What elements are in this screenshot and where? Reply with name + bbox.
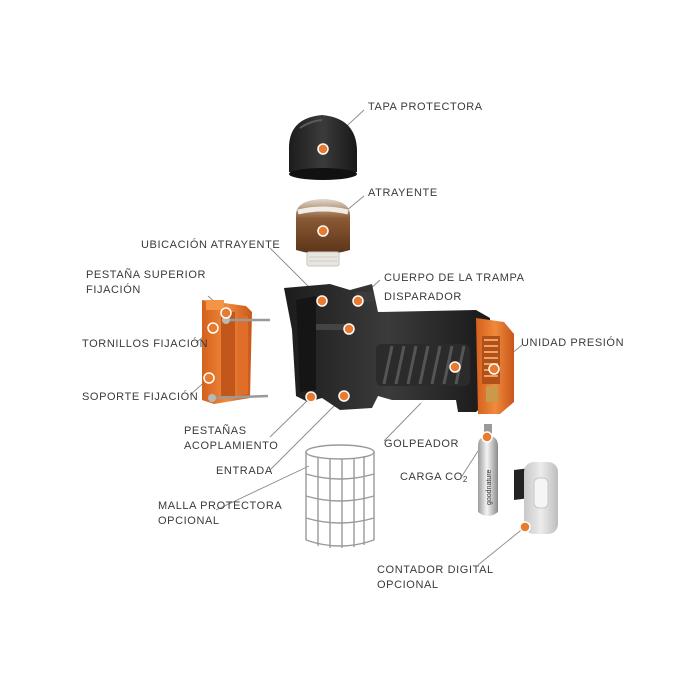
dot-unidad-presion [488, 363, 500, 375]
dot-pestanas [305, 391, 317, 403]
trap-body-illustration [284, 284, 492, 412]
label-ubicacion-atrayente: UBICACIÓN ATRAYENTE [141, 239, 281, 251]
label-malla-line1: MALLA PROTECTORA [158, 500, 283, 512]
label-malla-line2: OPCIONAL [158, 515, 220, 527]
label-disparador: DISPARADOR [384, 291, 462, 303]
dot-tornillos [207, 322, 219, 334]
label-unidad-presion: UNIDAD PRESIÓN [521, 337, 625, 349]
label-pestanas-line2: ACOPLAMIENTO [184, 440, 279, 452]
mounting-bracket-illustration [202, 300, 270, 404]
label-golpeador: GOLPEADOR [384, 438, 460, 450]
callout-dots [203, 143, 531, 533]
label-tornillos-fijacion: TORNILLOS FIJACIÓN [82, 338, 209, 350]
dot-atrayente [317, 225, 329, 237]
label-carga-co2-subscript: 2 [462, 475, 468, 484]
digital-counter-illustration [514, 462, 558, 534]
dot-soporte [203, 372, 215, 384]
label-malla-protectora: MALLA PROTECTORA OPCIONAL [158, 499, 282, 529]
label-contador-digital: CONTADOR DIGITAL OPCIONAL [377, 563, 494, 593]
label-tapa-protectora: TAPA PROTECTORA [368, 101, 483, 113]
label-pestana-superior: PESTAÑA SUPERIOR FIJACIÓN [86, 268, 206, 298]
label-pestana-superior-line1: PESTAÑA SUPERIOR [86, 269, 207, 281]
cartridge-brand-text: goodnature [486, 469, 493, 505]
label-pestanas-line1: PESTAÑAS [184, 425, 247, 437]
dot-golpeador [449, 361, 461, 373]
label-pestana-superior-line2: FIJACIÓN [86, 284, 141, 296]
dot-ubicacion [316, 295, 328, 307]
label-pestanas-acoplamiento: PESTAÑAS ACOPLAMIENTO [184, 424, 278, 454]
label-carga-co2: CARGA CO2 [400, 470, 468, 487]
label-atrayente: ATRAYENTE [368, 187, 438, 199]
label-contador-line1: CONTADOR DIGITAL [377, 564, 494, 576]
dot-pestana-superior [220, 307, 232, 319]
label-entrada: ENTRADA [216, 465, 273, 477]
dot-disparador [343, 323, 355, 335]
label-contador-line2: OPCIONAL [377, 579, 439, 591]
co2-cartridge-illustration: goodnature [478, 424, 498, 516]
dot-cuerpo [352, 295, 364, 307]
protective-mesh-illustration [305, 444, 375, 548]
label-cuerpo-trampa: CUERPO DE LA TRAMPA [384, 272, 525, 284]
dot-carga-co2 [481, 431, 493, 443]
label-soporte-fijacion: SOPORTE FIJACIÓN [82, 391, 199, 403]
dot-tapa [317, 143, 329, 155]
label-carga-co2-text: CARGA CO [400, 471, 463, 483]
dot-entrada [338, 390, 350, 402]
dot-contador [519, 521, 531, 533]
